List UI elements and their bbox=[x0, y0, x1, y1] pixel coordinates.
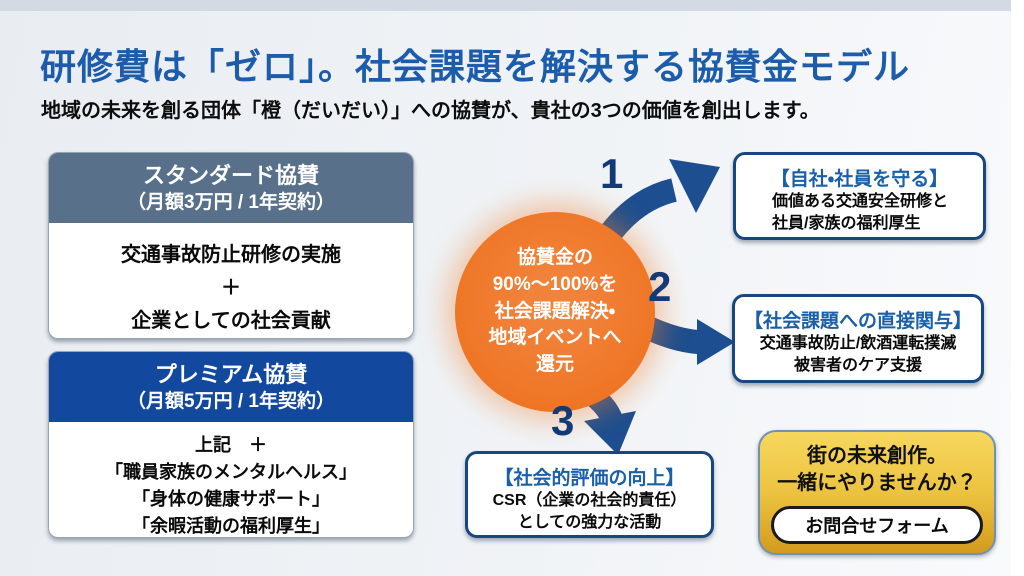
value-box-social-engagement: 【社会課題への直接関与】 交通事故防止/飲酒運転撲滅 被害者のケア支援 bbox=[732, 294, 984, 383]
plus-sign: ＋ bbox=[221, 277, 241, 299]
value-box-line: CSR（企業の社会的責任） bbox=[492, 492, 687, 509]
right-edge-strip bbox=[1011, 0, 1024, 576]
plan-benefit-line: 「身体の健康サポート」 bbox=[132, 489, 330, 509]
plan-benefit-line: 企業としての社会貢献 bbox=[131, 310, 331, 332]
circle-line: 還元 bbox=[535, 354, 574, 376]
plan-card-premium: プレミアム協賛 （月額5万円 / 1年契約） 上記 ＋ 「職員家族のメンタルヘル… bbox=[48, 351, 414, 538]
circle-line: 社会課題解決・ bbox=[494, 300, 616, 322]
plan-benefit-line: 交通事故防止研修の実施 bbox=[121, 244, 341, 266]
value-box-title: 【社会課題への直接関与】 bbox=[743, 311, 972, 332]
plan-card-premium-header: プレミアム協賛 （月額5万円 / 1年契約） bbox=[49, 352, 413, 422]
page-title: 研修費は「ゼロ」。社会課題を解決する協賛金モデル bbox=[40, 46, 911, 87]
value-box-line: としての強力な活動 bbox=[517, 514, 662, 532]
plan-card-premium-body: 上記 ＋ 「職員家族のメンタルヘルス」 「身体の健康サポート」 「余暇活動の福利… bbox=[49, 422, 413, 537]
plan-card-standard-body: 交通事故防止研修の実施 ＋ 企業としての社会貢献 bbox=[49, 223, 413, 338]
value-box-line: 交通事故防止/飲酒運転撲滅 bbox=[759, 335, 957, 352]
sponsorship-return-circle: 協賛金の 90%〜100%を 社会課題解決・ 地域イベントへ 還元 bbox=[455, 212, 655, 412]
value-box-line: 社員/家族の福利厚生 bbox=[772, 215, 921, 233]
cta-panel: 街の未来創作。 一緒にやりませんか？ お問合せフォーム bbox=[758, 430, 996, 555]
page-subtitle: 地域の未来を創る団体「橙（だいだい）」への協賛が、貴社の3つの価値を創出します。 bbox=[41, 100, 820, 122]
circle-line: 90%〜100%を bbox=[492, 273, 618, 295]
circle-line: 協賛金の bbox=[516, 246, 593, 268]
plan-price: （月額5万円 / 1年契約） bbox=[127, 390, 335, 412]
contact-form-button[interactable]: お問合せフォーム bbox=[771, 506, 983, 544]
value-box-social-reputation: 【社会的評価の向上】 CSR（企業の社会的責任） としての強力な活動 bbox=[465, 451, 714, 538]
plan-card-standard: スタンダード協賛 （月額3万円 / 1年契約） 交通事故防止研修の実施 ＋ 企業… bbox=[48, 152, 414, 339]
top-edge-bar bbox=[0, 0, 1024, 11]
value-box-title: 【社会的評価の向上】 bbox=[494, 468, 685, 489]
value-box-protect-company: 【自社・社員を守る】 価値ある交通安全研修と 社員/家族の福利厚生 bbox=[733, 152, 986, 240]
plan-price: （月額3万円 / 1年契約） bbox=[127, 191, 335, 213]
cta-line: 街の未来創作。 bbox=[807, 445, 947, 467]
arrow-2-head-icon bbox=[697, 319, 735, 365]
plan-card-standard-header: スタンダード協賛 （月額3万円 / 1年契約） bbox=[49, 153, 413, 223]
step-number-3: 3 bbox=[551, 397, 575, 444]
plan-name: スタンダード協賛 bbox=[142, 163, 319, 188]
step-number-1: 1 bbox=[600, 150, 624, 197]
value-box-title: 【自社・社員を守る】 bbox=[770, 169, 949, 190]
plan-benefit-line: 「余暇活動の福利厚生」 bbox=[132, 516, 330, 536]
circle-line: 地域イベントへ bbox=[488, 327, 622, 349]
step-number-2: 2 bbox=[648, 263, 672, 310]
cta-line: 一緒にやりませんか？ bbox=[777, 472, 977, 494]
arrow-3-head-icon bbox=[584, 411, 636, 455]
plan-benefit-line: 「職員家族のメンタルヘルス」 bbox=[105, 462, 357, 482]
value-box-line: 被害者のケア支援 bbox=[793, 357, 922, 375]
arrow-1-head-icon bbox=[669, 159, 720, 213]
value-box-line: 価値ある交通安全研修と bbox=[772, 193, 949, 210]
plan-name: プレミアム協賛 bbox=[154, 362, 308, 387]
plan-benefit-line: 上記 ＋ bbox=[195, 435, 267, 455]
